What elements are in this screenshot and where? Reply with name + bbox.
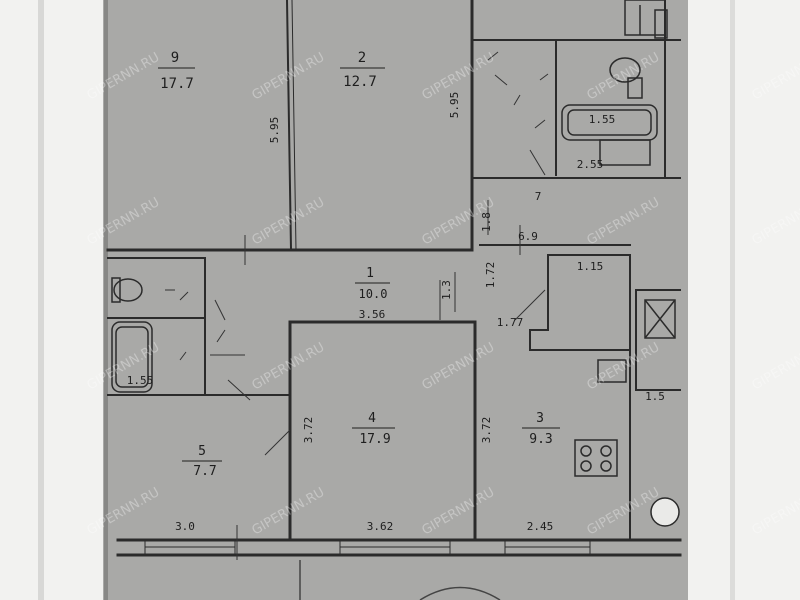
- dim-label: 2.55: [577, 158, 604, 171]
- room-5-area: 7.7: [193, 464, 216, 479]
- bathroom-scribbles: [165, 51, 549, 361]
- room-1-area: 10.0: [359, 287, 388, 301]
- dim-label: 1.72: [484, 262, 497, 289]
- dimension-labels: 5.95 5.95 1.55 2.55 6.9 1.15 3.56 1.77 1…: [127, 92, 665, 533]
- dim-label: 1.8: [480, 212, 493, 232]
- bottom-fragment: [299, 560, 501, 600]
- dim-label: 1.55: [589, 113, 616, 126]
- bathtub-icon: [111, 321, 153, 393]
- pipe-icon: [650, 497, 680, 527]
- dim-label: 5.95: [448, 92, 461, 119]
- dim-label: 5.95: [268, 117, 281, 144]
- dim-label: 6.9: [518, 230, 538, 243]
- room-2-number: 2: [358, 50, 366, 66]
- dim-label: 1.15: [577, 260, 604, 273]
- dim-label: 3.72: [480, 417, 493, 444]
- sink-icon: [599, 139, 651, 166]
- room-4-number: 4: [368, 411, 376, 426]
- dim-label: 7: [535, 190, 542, 203]
- toilet-icon: [111, 277, 143, 303]
- dimension-ticks: [210, 149, 546, 560]
- kitchen-sink-icon: [597, 359, 627, 383]
- dim-label: 1.77: [497, 316, 524, 329]
- room-1-number: 1: [366, 266, 374, 281]
- plan-sheet: [103, 0, 688, 600]
- dim-label: 3.62: [367, 520, 394, 533]
- top-right-fixtures: [624, 0, 668, 39]
- dim-label: 3.72: [302, 417, 315, 444]
- toilet-icon: [609, 57, 643, 99]
- dim-label: 1.55: [127, 374, 154, 387]
- dim-label: 1.3: [440, 280, 453, 300]
- room-2-area: 12.7: [343, 74, 377, 90]
- windows: [144, 539, 591, 556]
- room-3-area: 9.3: [529, 432, 552, 447]
- room-3-number: 3: [536, 411, 544, 426]
- stove-icon: [574, 439, 618, 477]
- dim-label: 2.45: [527, 520, 554, 533]
- room-4-area: 17.9: [359, 432, 390, 447]
- dim-label: 3.56: [359, 308, 386, 321]
- vent-shaft-icon: [644, 299, 676, 339]
- room-9-number: 9: [171, 50, 179, 66]
- dim-label: 1.5: [645, 390, 665, 403]
- dim-label: 3.0: [175, 520, 195, 533]
- room-9-area: 17.7: [160, 76, 194, 92]
- room-5-number: 5: [198, 444, 206, 459]
- room-labels: 9 17.7 2 12.7 1 10.0 4 17.9 3 9.3 5 7.7: [158, 50, 560, 479]
